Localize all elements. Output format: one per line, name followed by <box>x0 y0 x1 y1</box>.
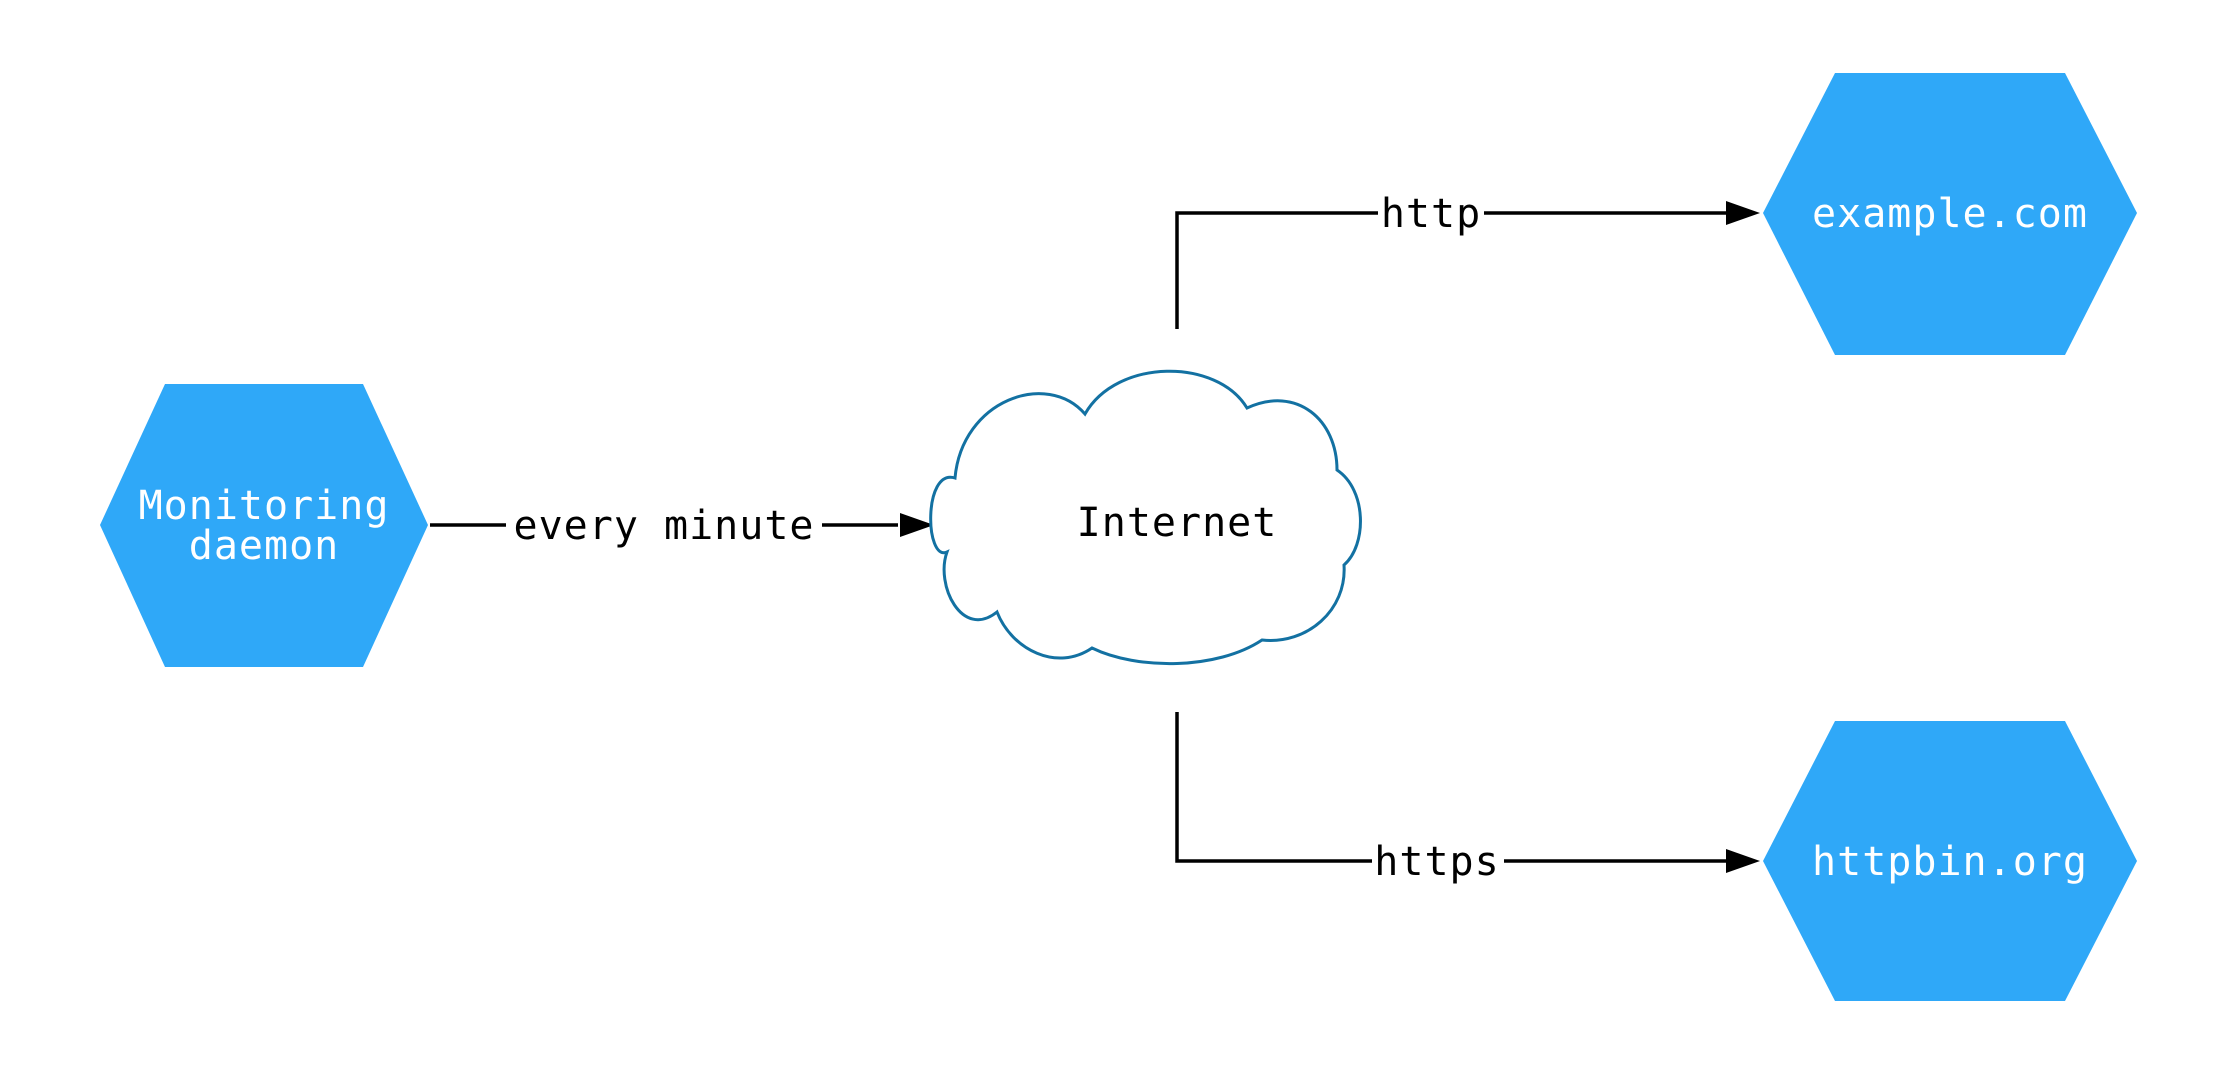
edge-every-minute-label: every minute <box>514 503 815 549</box>
internet-cloud-shape <box>929 369 1362 666</box>
edge-http: http <box>1175 191 1760 329</box>
internet-label: Internet <box>1077 500 1278 546</box>
arrowhead-icon <box>1726 201 1760 225</box>
edge-http-elbow-line <box>1175 211 1378 329</box>
example-com-hexagon <box>1763 73 2137 355</box>
httpbin-org-label: httpbin.org <box>1812 839 2088 885</box>
monitoring-daemon-hexagon <box>100 384 428 667</box>
node-internet: Internet <box>929 369 1362 666</box>
edge-http-label: http <box>1381 191 1481 237</box>
httpbin-org-hexagon <box>1763 721 2137 1001</box>
edge-every-minute: every minute <box>430 503 934 549</box>
node-example-com: example.com <box>1763 73 2137 355</box>
monitoring-daemon-label-line-2: daemon <box>189 523 340 569</box>
example-com-label: example.com <box>1812 191 2088 237</box>
arrowhead-icon <box>1726 849 1760 873</box>
edge-https-label: https <box>1374 839 1499 885</box>
node-monitoring-daemon: Monitoring daemon <box>100 384 428 667</box>
monitoring-daemon-label-line-1: Monitoring <box>139 483 390 529</box>
edge-https-elbow-line <box>1175 712 1372 863</box>
node-httpbin-org: httpbin.org <box>1763 721 2137 1001</box>
arrowhead-icon <box>900 513 934 537</box>
edge-https: https <box>1175 712 1760 885</box>
